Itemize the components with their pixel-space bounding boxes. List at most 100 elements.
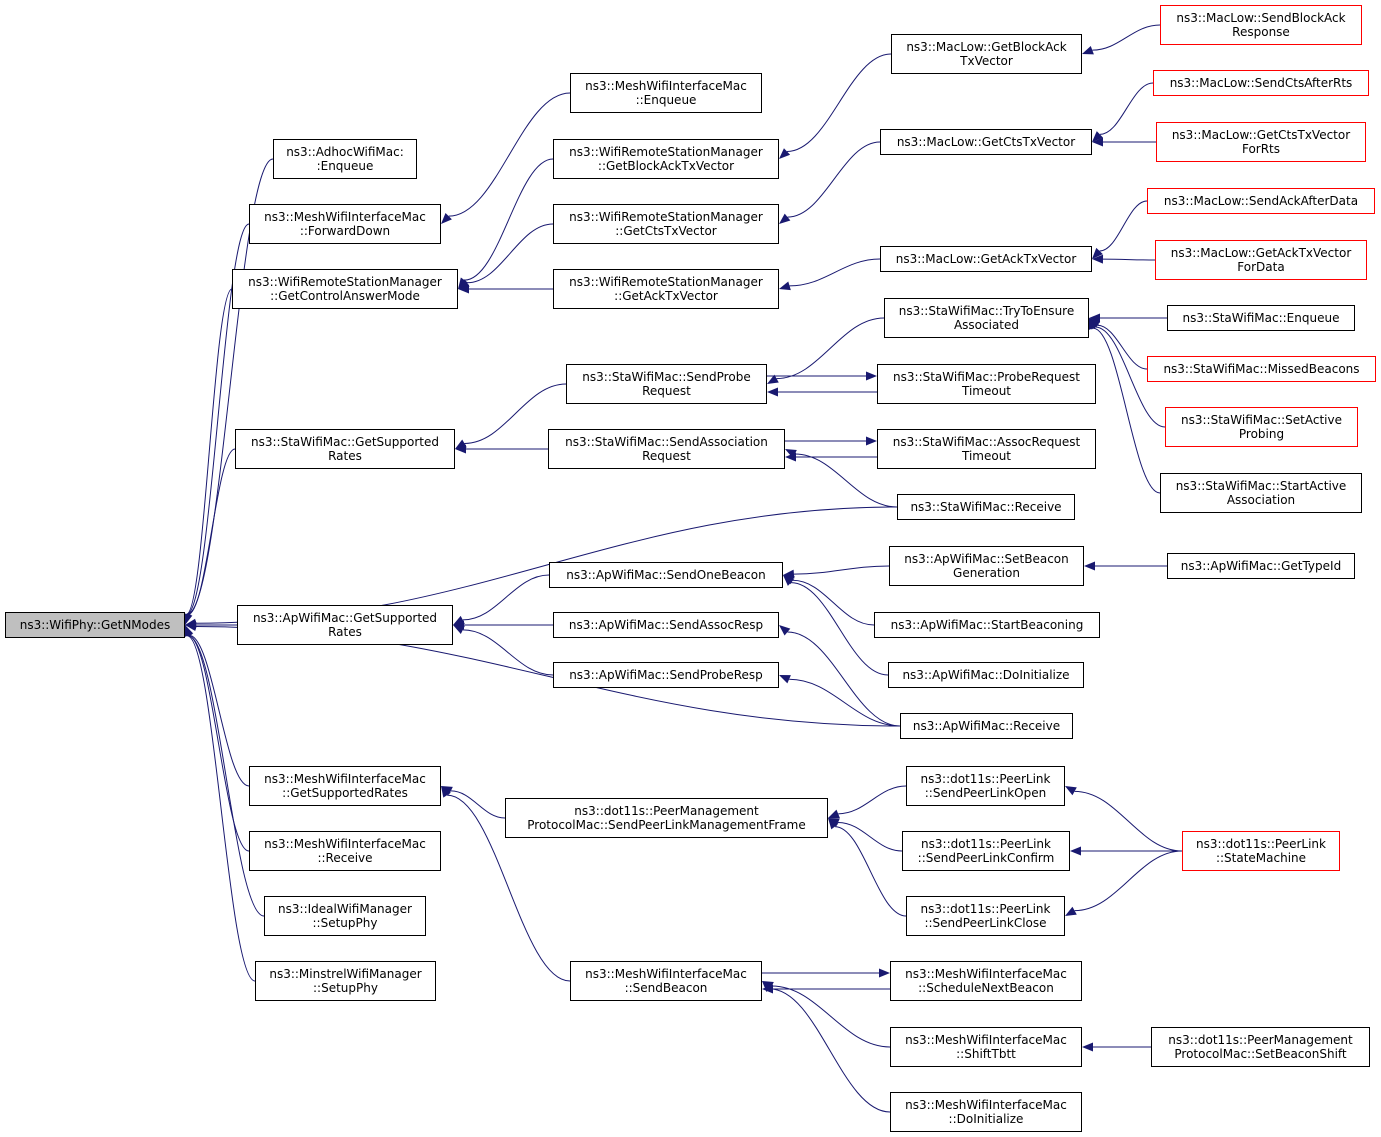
arrowhead-mesh_getsupportedrates <box>441 786 451 798</box>
node-wifiremotestationmanager-getcontrolanswermode[interactable]: ns3::WifiRemoteStationManager::GetContro… <box>232 269 458 309</box>
node-apwifimac-doinitialize[interactable]: ns3::ApWifiMac::DoInitialize <box>888 662 1084 688</box>
node-peerlink-sendpeerlinkconfirm[interactable]: ns3::dot11s::PeerLink::SendPeerLinkConfi… <box>902 831 1070 871</box>
arrowhead-mesh_sendbeacon <box>762 981 773 993</box>
node-peerlink-statemachine[interactable]: ns3::dot11s::PeerLink::StateMachine <box>1182 831 1340 871</box>
node-peerlink-sendpeerlinkopen[interactable]: ns3::dot11s::PeerLink::SendPeerLinkOpen <box>906 766 1065 806</box>
arrowhead-maclow_getacktxvector <box>1092 247 1103 259</box>
arrowhead-sta_getsupportedrates <box>455 444 466 454</box>
edge-peerlink_statemachine-to-peerlink_sendpeerlinkopen <box>1074 790 1183 852</box>
edge-sta_missedbeacons-to-sta_trytoensureassociated <box>1097 324 1148 370</box>
node-adhocwifimac-enqueue[interactable]: ns3::AdhocWifiMac::Enqueue <box>273 139 417 179</box>
node-maclow-getctstxvector[interactable]: ns3::MacLow::GetCtsTxVector <box>880 129 1092 155</box>
edge-sta_setactiveprobing-to-sta_trytoensureassociated <box>1095 326 1166 428</box>
arrowhead-maclow_getblockacktxvector <box>1082 45 1094 55</box>
node-maclow-getacktxvector[interactable]: ns3::MacLow::GetAckTxVector <box>880 246 1092 272</box>
node-apwifimac-gettypeid[interactable]: ns3::ApWifiMac::GetTypeId <box>1167 553 1355 579</box>
node-meshwifiinterfacemac-schedulenextbeacon[interactable]: ns3::MeshWifiInterfaceMac::ScheduleNextB… <box>890 961 1082 1001</box>
node-apwifimac-sendproberesp[interactable]: ns3::ApWifiMac::SendProbeResp <box>553 662 779 688</box>
arrowhead-wrsm_getcontrolanswermode <box>458 284 469 294</box>
node-stawifimac-enqueue[interactable]: ns3::StaWifiMac::Enqueue <box>1167 305 1355 331</box>
arrowhead-peermgmt_sendpeerlinkmgmtframe <box>828 809 840 818</box>
edge-wrsm_getblockacktxvector-to-wrsm_getcontrolanswermode <box>464 158 554 281</box>
edge-wrsm_getctstxvector-to-wrsm_getcontrolanswermode <box>467 223 554 284</box>
edge-ap_sendonebeacon-to-ap_getsupportedrates <box>462 574 550 621</box>
node-minstrelwifimanager-setupphy[interactable]: ns3::MinstrelWifiManager::SetupPhy <box>255 961 436 1001</box>
node-wifiphy-getnmodes: ns3::WifiPhy::GetNModes <box>5 612 185 638</box>
edge-peerlink_sendpeerlinkopen-to-peermgmt_sendpeerlinkmgmtframe <box>838 785 907 815</box>
node-meshwifiinterfacemac-enqueue[interactable]: ns3::MeshWifiInterfaceMac::Enqueue <box>570 73 762 113</box>
arrowhead-maclow_getctstxvector <box>1092 137 1103 147</box>
node-wifiremotestationmanager-getblockacktxvector[interactable]: ns3::WifiRemoteStationManager::GetBlockA… <box>553 139 779 179</box>
edge-peerlink_statemachine-to-peerlink_sendpeerlinkclose <box>1074 850 1183 912</box>
arrowhead-peerlink_sendpeerlinkclose <box>1065 906 1077 916</box>
node-maclow-sendackafterdata[interactable]: ns3::MacLow::SendAckAfterData <box>1147 188 1375 214</box>
edge-maclow_sendblockackresponse-to-maclow_getblockacktxvector <box>1092 24 1161 51</box>
edge-peermgmt_sendpeerlinkmgmtframe-to-mesh_getsupportedrates <box>450 790 506 819</box>
node-wifiremotestationmanager-getacktxvector[interactable]: ns3::WifiRemoteStationManager::GetAckTxV… <box>553 269 779 309</box>
node-meshwifiinterfacemac-forwarddown[interactable]: ns3::MeshWifiInterfaceMac::ForwardDown <box>249 204 441 244</box>
arrowhead-wrsm_getctstxvector <box>779 213 791 224</box>
edge-mesh_getsupportedrates-to-root <box>188 634 250 787</box>
node-apwifimac-sendonebeacon[interactable]: ns3::ApWifiMac::SendOneBeacon <box>549 562 783 588</box>
node-meshwifiinterfacemac-shifttbtt[interactable]: ns3::MeshWifiInterfaceMac::ShiftTbtt <box>890 1027 1082 1067</box>
node-stawifimac-receive[interactable]: ns3::StaWifiMac::Receive <box>897 494 1075 520</box>
node-meshwifiinterfacemac-receive[interactable]: ns3::MeshWifiInterfaceMac::Receive <box>249 831 441 871</box>
arrowhead-wrsm_getblockacktxvector <box>779 148 791 159</box>
edge-ideal_setupphy-to-root <box>187 635 265 917</box>
edge-sta_sendproberequest-to-sta_getsupportedrates <box>464 383 567 444</box>
edge-ap_startbeaconing-to-ap_sendonebeacon <box>792 579 875 626</box>
node-apwifimac-receive[interactable]: ns3::ApWifiMac::Receive <box>900 713 1073 739</box>
edge-sta_receive-to-sta_sendassociationrequest <box>794 453 898 508</box>
node-meshwifiinterfacemac-getsupportedrates[interactable]: ns3::MeshWifiInterfaceMac::GetSupportedR… <box>249 766 441 806</box>
node-meshwifiinterfacemac-sendbeacon[interactable]: ns3::MeshWifiInterfaceMac::SendBeacon <box>570 961 762 1001</box>
arrowhead-ap_sendproberesp <box>779 675 791 684</box>
arrowhead-sta_trytoensureassociated <box>1088 318 1098 330</box>
node-meshwifiinterfacemac-doinitialize[interactable]: ns3::MeshWifiInterfaceMac::DoInitialize <box>890 1092 1082 1132</box>
edge-ap_setbeacongeneration-to-ap_sendonebeacon <box>793 565 890 575</box>
edge-mesh_forwarddown-to-root <box>186 223 250 615</box>
node-stawifimac-missedbeacons[interactable]: ns3::StaWifiMac::MissedBeacons <box>1147 356 1376 382</box>
arrowhead-sta_sendproberequest <box>767 387 778 397</box>
arrowhead-sta_proberequesttimeout <box>866 371 877 381</box>
edge-mesh_shifttbtt-to-mesh_sendbeacon <box>771 985 891 1048</box>
node-idealwifimanager-setupphy[interactable]: ns3::IdealWifiManager::SetupPhy <box>264 896 426 936</box>
arrowhead-mesh_schedulenextbeacon <box>879 968 890 978</box>
edge-sta_trytoensureassociated-to-sta_sendproberequest <box>776 317 885 380</box>
edge-mesh_sendbeacon-to-mesh_getsupportedrates <box>447 794 571 982</box>
arrowhead-mesh_forwarddown <box>441 213 452 224</box>
arrowhead-sta_trytoensureassociated <box>1089 313 1100 323</box>
edge-ap_receive-to-ap_sendproberesp <box>789 678 901 727</box>
node-apwifimac-sendassocresp[interactable]: ns3::ApWifiMac::SendAssocResp <box>553 612 779 638</box>
node-apwifimac-startbeaconing[interactable]: ns3::ApWifiMac::StartBeaconing <box>874 612 1100 638</box>
edge-maclow_sendackafterdata-to-maclow_getacktxvector <box>1099 200 1148 252</box>
edge-maclow_getacktxvectorfordata-to-maclow_getacktxvector <box>1102 258 1156 261</box>
edge-maclow_sendctsafterrts-to-maclow_getctstxvector <box>1099 82 1154 135</box>
arrowhead-sta_sendassociationrequest <box>785 449 797 459</box>
arrowhead-sta_sendproberequest <box>767 374 779 384</box>
arrowhead-peerlink_sendpeerlinkconfirm <box>1070 846 1081 856</box>
arrowhead-sta_assocrequesttimeout <box>866 436 877 446</box>
node-peerlink-sendpeerlinkclose[interactable]: ns3::dot11s::PeerLink::SendPeerLinkClose <box>906 896 1065 936</box>
node-wifiremotestationmanager-getctstxvector[interactable]: ns3::WifiRemoteStationManager::GetCtsTxV… <box>553 204 779 244</box>
edge-mesh_doinitialize-to-mesh_sendbeacon <box>769 988 891 1113</box>
edge-maclow_getblockacktxvector-to-wrsm_getblockacktxvector <box>787 53 892 152</box>
node-maclow-sendctsafterrts[interactable]: ns3::MacLow::SendCtsAfterRts <box>1153 70 1369 96</box>
arrowhead-mesh_shifttbtt <box>1082 1042 1093 1052</box>
edge-mesh_receive-to-root <box>187 635 250 852</box>
